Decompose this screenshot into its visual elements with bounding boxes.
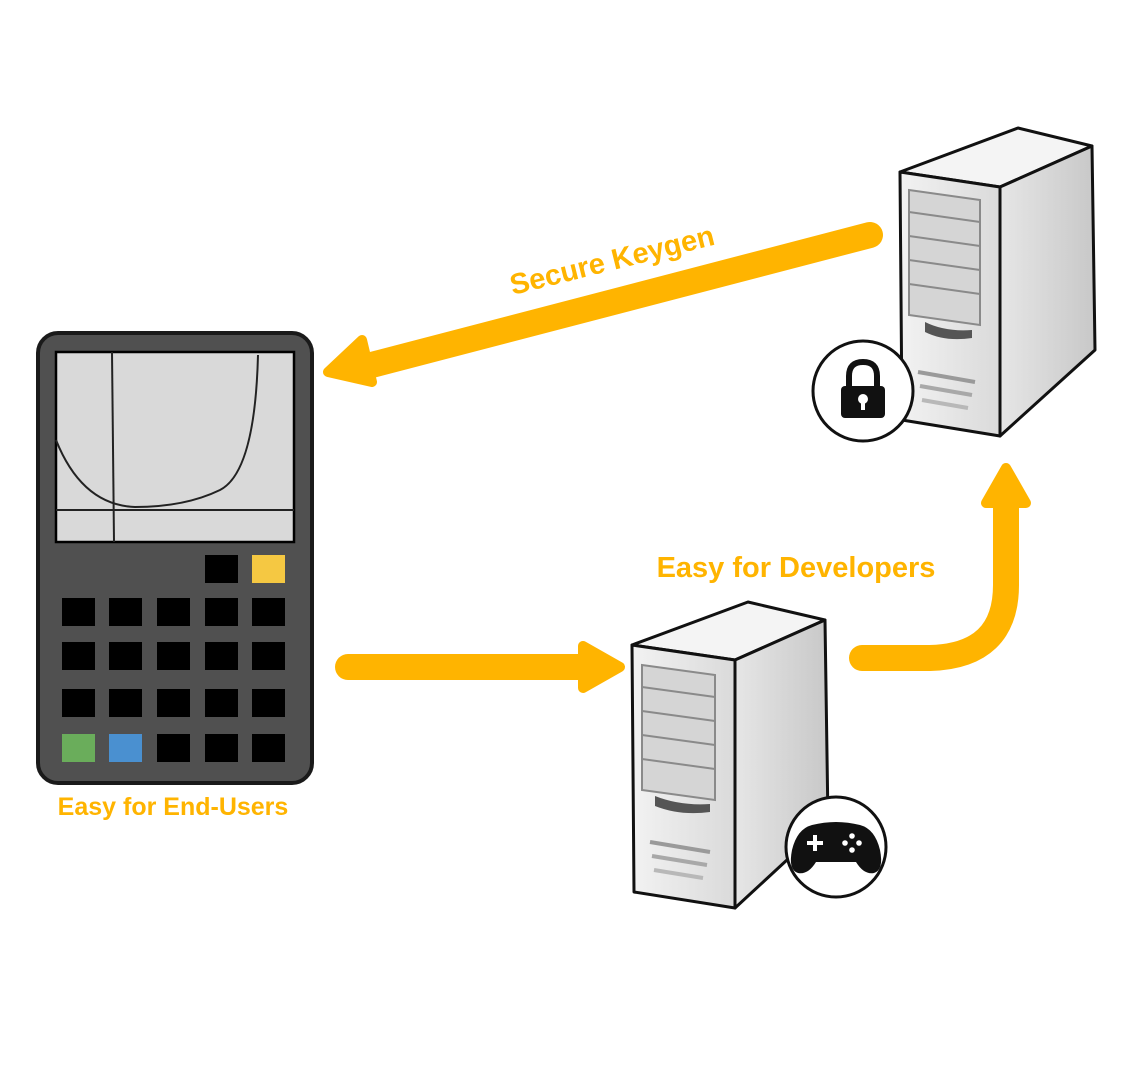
calculator-key [157,734,190,762]
calculator-key [157,598,190,626]
server-side [998,144,1097,438]
calculator-key [205,598,238,626]
calculator-key [205,642,238,670]
calculator-screen [54,350,296,544]
game-server-icon [630,600,830,910]
easy-for-developers-label: Easy for Developers [657,552,936,584]
calculator-key [62,598,95,626]
calculator-key [109,598,142,626]
gamepad-icon [784,795,888,899]
graphing-calculator-icon [36,331,314,785]
arrow-calculator-to-game-server [335,641,625,693]
calculator-key-yellow [252,555,285,583]
calculator-key [157,642,190,670]
calculator-key [252,734,285,762]
key-server-icon [898,126,1097,438]
calculator-key-blue [109,734,142,762]
arrow-game-server-to-key-server [849,463,1031,671]
calculator-key [205,555,238,583]
calculator-key [252,598,285,626]
calculator-key [157,689,190,717]
calculator-key [62,642,95,670]
calculator-key-green [62,734,95,762]
calculator-key [109,642,142,670]
calculator-key [205,689,238,717]
calculator-key [252,689,285,717]
arrow-keygen-to-calculator [323,222,883,387]
screen-curve [55,354,259,509]
calculator-key [252,642,285,670]
calculator-key [62,689,95,717]
easy-for-end-users-label: Easy for End-Users [58,793,289,821]
calculator-key [205,734,238,762]
calculator-key [109,689,142,717]
calculator-keypad [62,555,285,762]
lock-icon [811,339,915,443]
